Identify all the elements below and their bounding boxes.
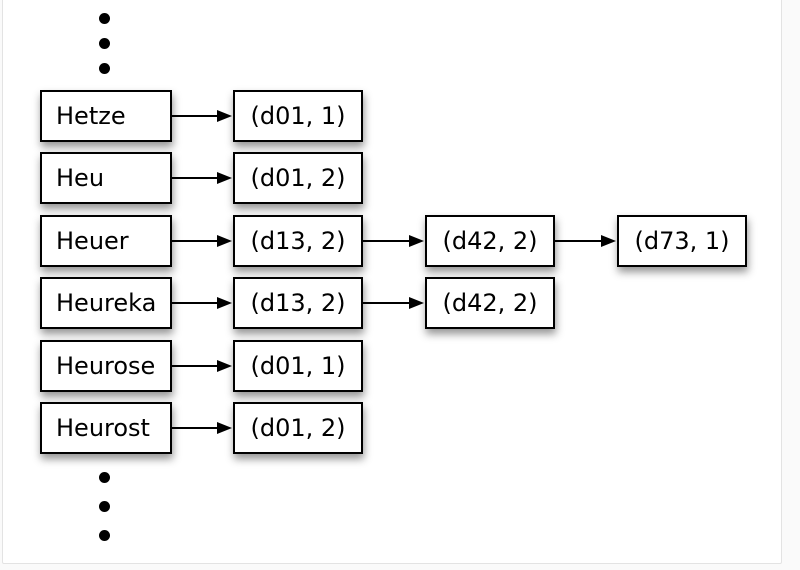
posting-label: (d13, 2) [250,289,346,317]
arrow-right-icon [363,235,424,247]
posting-label: (d01, 1) [250,102,346,130]
posting-label: (d42, 2) [442,289,538,317]
posting-node: (d01, 1) [233,340,363,392]
vertical-ellipsis-top-icon [99,13,110,74]
ellipsis-dot [99,501,110,512]
arrow-right-icon [171,297,232,309]
term-node-heuer: Heuer [40,215,172,267]
posting-label: (d01, 2) [250,414,346,442]
term-node-heurost: Heurost [40,402,172,454]
term-label: Heu [56,164,105,192]
posting-node: (d01, 2) [233,152,363,204]
arrow-right-icon [171,422,232,434]
term-node-hetze: Hetze [40,90,172,142]
posting-node: (d13, 2) [233,277,363,329]
posting-label: (d01, 2) [250,164,346,192]
term-label: Hetze [56,102,126,130]
posting-node: (d42, 2) [425,215,555,267]
term-node-heurose: Heurose [40,340,172,392]
posting-node: (d01, 1) [233,90,363,142]
term-label: Heurost [56,414,150,442]
ellipsis-dot [99,472,110,483]
posting-node: (d42, 2) [425,277,555,329]
arrow-right-icon [171,172,232,184]
posting-node: (d01, 2) [233,402,363,454]
arrow-right-icon [555,235,616,247]
ellipsis-dot [99,63,110,74]
posting-label: (d01, 1) [250,352,346,380]
arrow-right-icon [363,297,424,309]
arrow-right-icon [171,360,232,372]
posting-node: (d73, 1) [617,215,747,267]
vertical-ellipsis-bottom-icon [99,472,110,541]
term-node-heureka: Heureka [40,277,172,329]
posting-label: (d13, 2) [250,227,346,255]
term-node-heu: Heu [40,152,172,204]
ellipsis-dot [99,13,110,24]
term-label: Heuer [56,227,129,255]
term-label: Heureka [56,289,157,317]
posting-label: (d42, 2) [442,227,538,255]
ellipsis-dot [99,530,110,541]
posting-label: (d73, 1) [634,227,730,255]
arrow-right-icon [171,235,232,247]
term-label: Heurose [56,352,156,380]
posting-node: (d13, 2) [233,215,363,267]
arrow-right-icon [171,110,232,122]
ellipsis-dot [99,38,110,49]
